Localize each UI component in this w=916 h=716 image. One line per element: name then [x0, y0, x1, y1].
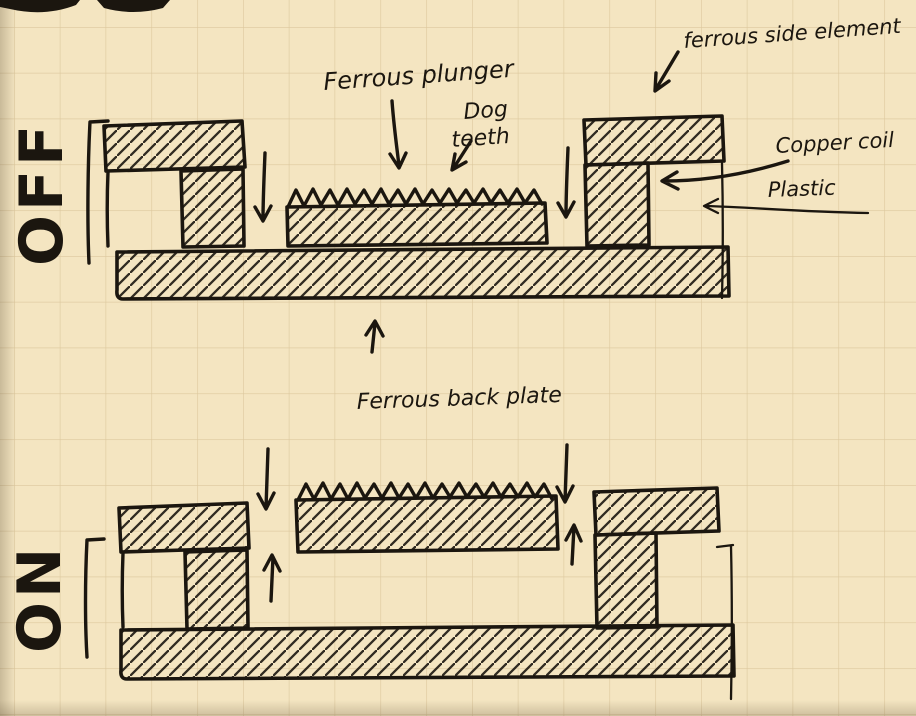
on-state-diagram: ON	[5, 443, 736, 701]
on-left-bracket-line	[83, 537, 106, 659]
off-left-bracket-line	[86, 119, 110, 265]
dog-teeth-label-line2: teeth	[451, 124, 511, 153]
on-left-plastic-wall	[120, 551, 125, 629]
on-left-side-element-cap	[117, 501, 251, 554]
plastic-label: Plastic	[767, 176, 836, 202]
off-dog-teeth	[286, 187, 544, 209]
on-force-arrows	[256, 443, 583, 603]
page-bottom-edge-shadow	[0, 700, 916, 716]
off-ferrous-plunger	[285, 201, 549, 248]
ferrous-side-element-leader-arrow	[653, 50, 680, 93]
off-state-label: OFF	[7, 121, 77, 266]
on-left-up-arrow	[262, 553, 282, 603]
on-left-core-pillar	[183, 548, 250, 631]
copper-coil-leader-arrow	[660, 159, 790, 191]
off-right-down-arrow	[556, 146, 576, 219]
on-ferrous-plunger	[294, 494, 560, 554]
on-right-down-arrow	[555, 443, 575, 504]
plastic-leader-arrow	[702, 197, 870, 215]
dog-teeth-label-line1: Dog	[463, 97, 509, 125]
off-left-core-pillar	[179, 167, 246, 249]
dog-teeth-leader-arrow	[450, 139, 473, 172]
off-right-core-pillar	[583, 161, 651, 248]
on-right-up-arrow	[564, 523, 583, 566]
on-right-plastic-wall	[715, 543, 735, 701]
off-left-down-arrow	[253, 151, 273, 223]
ferrous-plunger-leader-arrow	[388, 99, 408, 170]
on-ferrous-back-plate	[119, 623, 736, 681]
off-right-side-element-cap	[582, 114, 726, 167]
on-right-side-element-cap	[592, 486, 721, 537]
off-left-plastic-wall	[105, 170, 110, 248]
off-left-side-element-cap	[102, 119, 247, 173]
off-force-arrows	[253, 146, 576, 223]
on-state-label: ON	[5, 544, 75, 653]
cropped-letter-stroke	[0, 0, 80, 13]
off-ferrous-back-plate	[115, 245, 731, 301]
on-dog-teeth	[296, 481, 554, 502]
on-left-down-arrow	[256, 447, 276, 511]
on-right-core-pillar	[593, 531, 659, 630]
page-left-edge-shadow	[0, 0, 16, 716]
off-state-diagram: OFF	[7, 114, 731, 301]
cropped-letter-stroke	[97, 0, 170, 12]
ferrous-back-plate-leader-arrow	[364, 319, 385, 354]
cropped-title-sketch	[0, 0, 170, 13]
